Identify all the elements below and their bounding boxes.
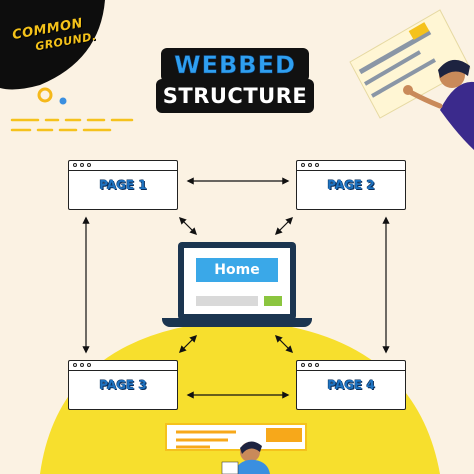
page-node-3: PAGE 3 — [68, 360, 178, 410]
page-node-label: PAGE 4 — [327, 378, 375, 392]
window-dot-icon — [301, 163, 305, 167]
page-node-label: PAGE 1 — [99, 178, 147, 192]
laptop-home-node: Home — [178, 242, 296, 320]
window-dot-icon — [73, 363, 77, 367]
window-title-bar — [297, 161, 405, 171]
window-title-bar — [69, 361, 177, 371]
home-content-bar — [196, 296, 258, 306]
window-title-bar — [297, 361, 405, 371]
arrow-page1-home — [178, 216, 198, 236]
window-dot-icon — [308, 163, 312, 167]
page-node-2: PAGE 2 — [296, 160, 406, 210]
home-banner: Home — [196, 258, 278, 282]
person-with-sign-illustration — [165, 423, 307, 474]
window-dot-icon — [308, 363, 312, 367]
window-dot-icon — [301, 363, 305, 367]
home-green-button-shape — [264, 296, 282, 306]
page-node-label: PAGE 2 — [327, 178, 375, 192]
logo-corner-shape — [0, 0, 105, 90]
page-node-label: PAGE 3 — [99, 378, 147, 392]
window-dot-icon — [315, 163, 319, 167]
arrow-page3-home — [178, 334, 198, 354]
window-dot-icon — [73, 163, 77, 167]
decor-dash-lines — [10, 118, 134, 132]
window-dot-icon — [315, 363, 319, 367]
window-dot-icon — [87, 163, 91, 167]
arrow-page2-home — [274, 216, 294, 236]
window-dot-icon — [87, 363, 91, 367]
laptop-base — [162, 318, 312, 327]
arrow-page4-home — [274, 334, 294, 354]
decor-ring-icon — [37, 87, 53, 103]
window-dot-icon — [80, 163, 84, 167]
page-node-1: PAGE 1 — [68, 160, 178, 210]
title-line2: STRUCTURE — [156, 79, 314, 113]
window-dot-icon — [80, 363, 84, 367]
title-line1: WEBBED — [161, 48, 309, 82]
page-node-4: PAGE 4 — [296, 360, 406, 410]
decor-dot-icon — [59, 97, 67, 105]
person-with-blueprint-illustration — [349, 9, 474, 150]
laptop-screen: Home — [184, 248, 290, 314]
window-title-bar — [69, 161, 177, 171]
